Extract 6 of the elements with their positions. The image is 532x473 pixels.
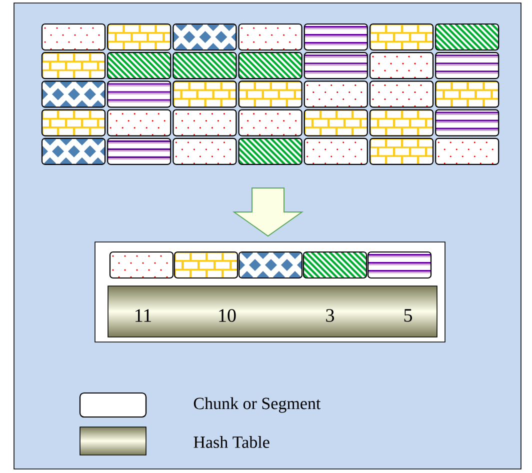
legend-text: Chunk or Segment <box>194 397 321 413</box>
legend-text: Hash Table <box>194 436 270 448</box>
count-number: 11 <box>136 309 152 322</box>
count-number: 5 <box>404 309 412 322</box>
count-number: 3 <box>326 309 334 322</box>
count-number: 10 <box>219 309 236 322</box>
